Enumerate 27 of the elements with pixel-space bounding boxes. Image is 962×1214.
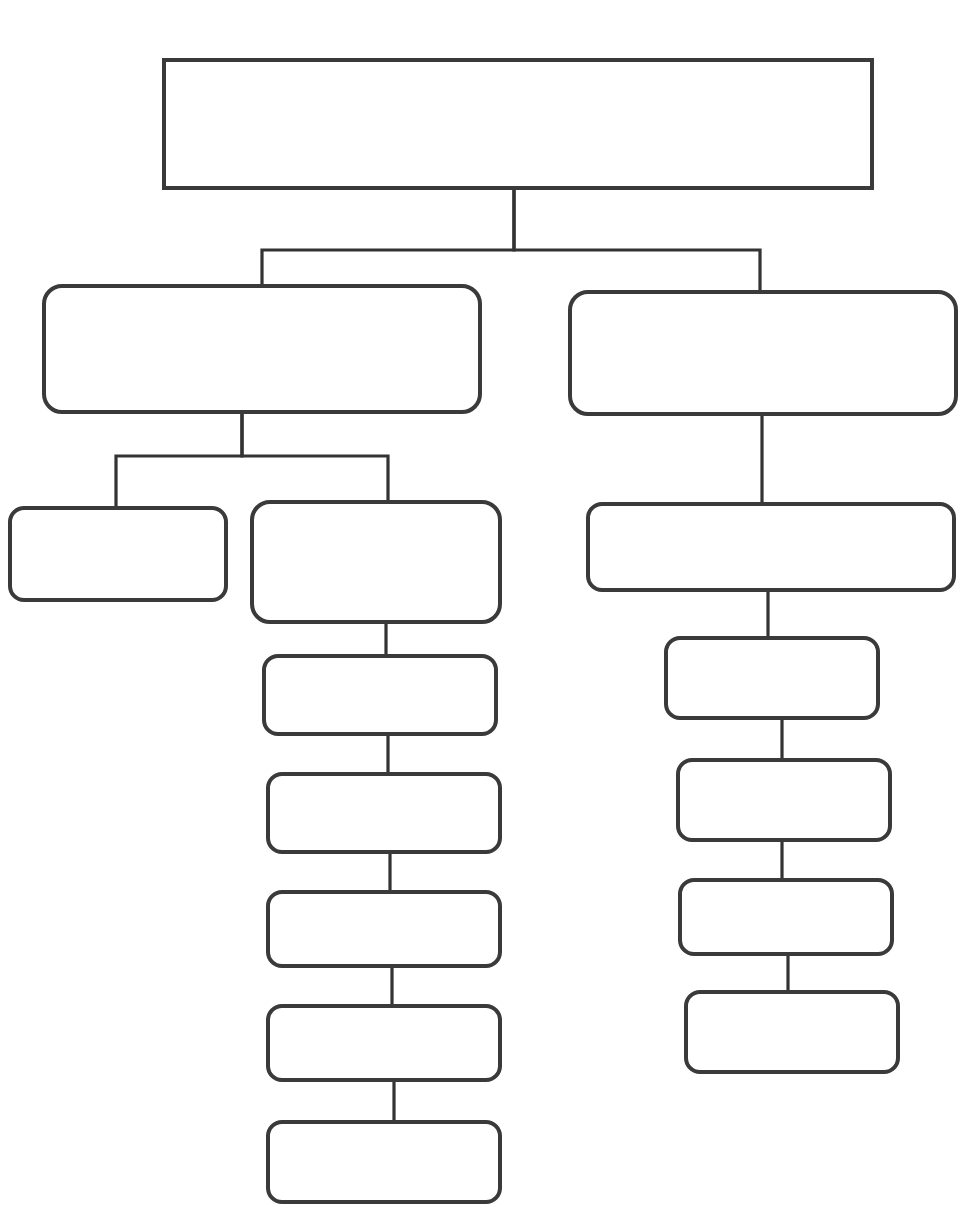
blank-box (266, 1004, 502, 1082)
blank-box (664, 636, 880, 720)
connector-line (386, 736, 390, 772)
blank-box (684, 990, 900, 1074)
connector-line (512, 190, 762, 290)
blank-box (266, 1120, 502, 1204)
blank-box (676, 758, 892, 842)
connector-line (390, 968, 394, 1004)
blank-box (162, 58, 874, 190)
blank-box (678, 878, 894, 956)
connector-line (388, 854, 392, 890)
connector-line (766, 592, 770, 636)
blank-box (266, 772, 502, 854)
connector-line (392, 1082, 396, 1120)
blank-box (8, 506, 228, 602)
connector-line (780, 720, 784, 758)
connector-line (786, 956, 790, 990)
connector-line (384, 624, 388, 654)
blank-box (586, 502, 956, 592)
blank-box (262, 654, 498, 736)
blank-box (42, 284, 482, 414)
connector-line (780, 842, 784, 878)
connector-line (240, 414, 390, 500)
blank-box (250, 500, 502, 624)
connector-line (760, 416, 764, 502)
blank-box (568, 290, 958, 416)
blank-box (266, 890, 502, 968)
